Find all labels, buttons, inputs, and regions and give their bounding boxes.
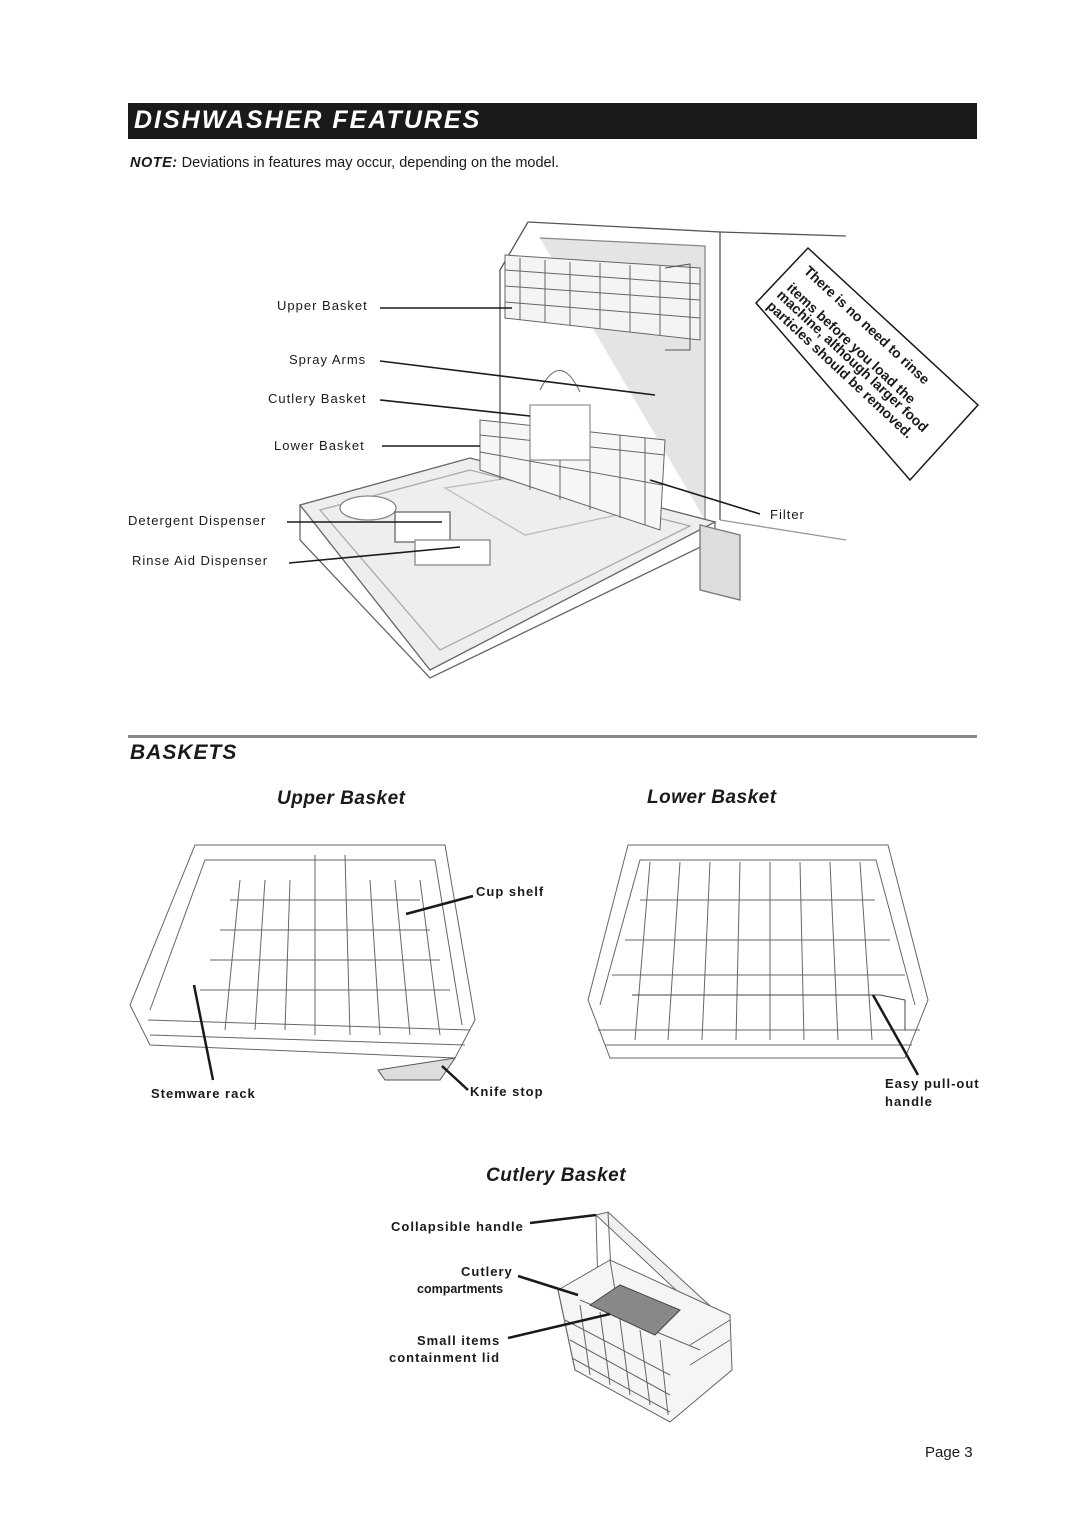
label-filter: Filter <box>770 507 805 522</box>
label-pull-out-handle-2: handle <box>885 1094 933 1109</box>
upper-basket-drawing <box>129 844 476 1081</box>
note-text: Deviations in features may occur, depend… <box>181 155 559 171</box>
label-upper-basket: Upper Basket <box>277 298 368 313</box>
label-spray-arms: Spray Arms <box>289 352 367 367</box>
upper-basket-title: Upper Basket <box>277 788 406 809</box>
cutlery-basket-title: Cutlery Basket <box>486 1165 627 1186</box>
label-small-items-2: containment lid <box>389 1350 501 1365</box>
lower-basket-title: Lower Basket <box>647 787 777 808</box>
label-small-items-1: Small items <box>417 1333 501 1348</box>
label-rinse-aid-dispenser: Rinse Aid Dispenser <box>132 553 269 568</box>
title-bar: DISHWASHER FEATURES <box>128 103 977 139</box>
label-pull-out-handle-1: Easy pull-out <box>885 1076 980 1091</box>
rinse-note-frame <box>754 246 980 482</box>
page-number: Page 3 <box>925 1444 973 1461</box>
section-divider <box>128 735 977 738</box>
label-cutlery-compartments-2: compartments <box>417 1282 504 1296</box>
label-cup-shelf: Cup shelf <box>476 884 545 899</box>
lower-basket-drawing <box>587 844 929 1059</box>
label-collapsible-handle: Collapsible handle <box>391 1219 524 1234</box>
label-cutlery-compartments-1: Cutlery <box>461 1264 513 1279</box>
page-title: DISHWASHER FEATURES <box>134 106 482 134</box>
label-detergent-dispenser: Detergent Dispenser <box>128 513 267 528</box>
label-cutlery-basket: Cutlery Basket <box>268 391 367 406</box>
label-stemware-rack: Stemware rack <box>151 1086 256 1101</box>
note-label: NOTE: <box>130 155 178 171</box>
baskets-title: BASKETS <box>130 741 238 764</box>
note: NOTE: Deviations in features may occur, … <box>130 155 559 171</box>
label-knife-stop: Knife stop <box>470 1084 544 1099</box>
label-lower-basket: Lower Basket <box>274 438 365 453</box>
